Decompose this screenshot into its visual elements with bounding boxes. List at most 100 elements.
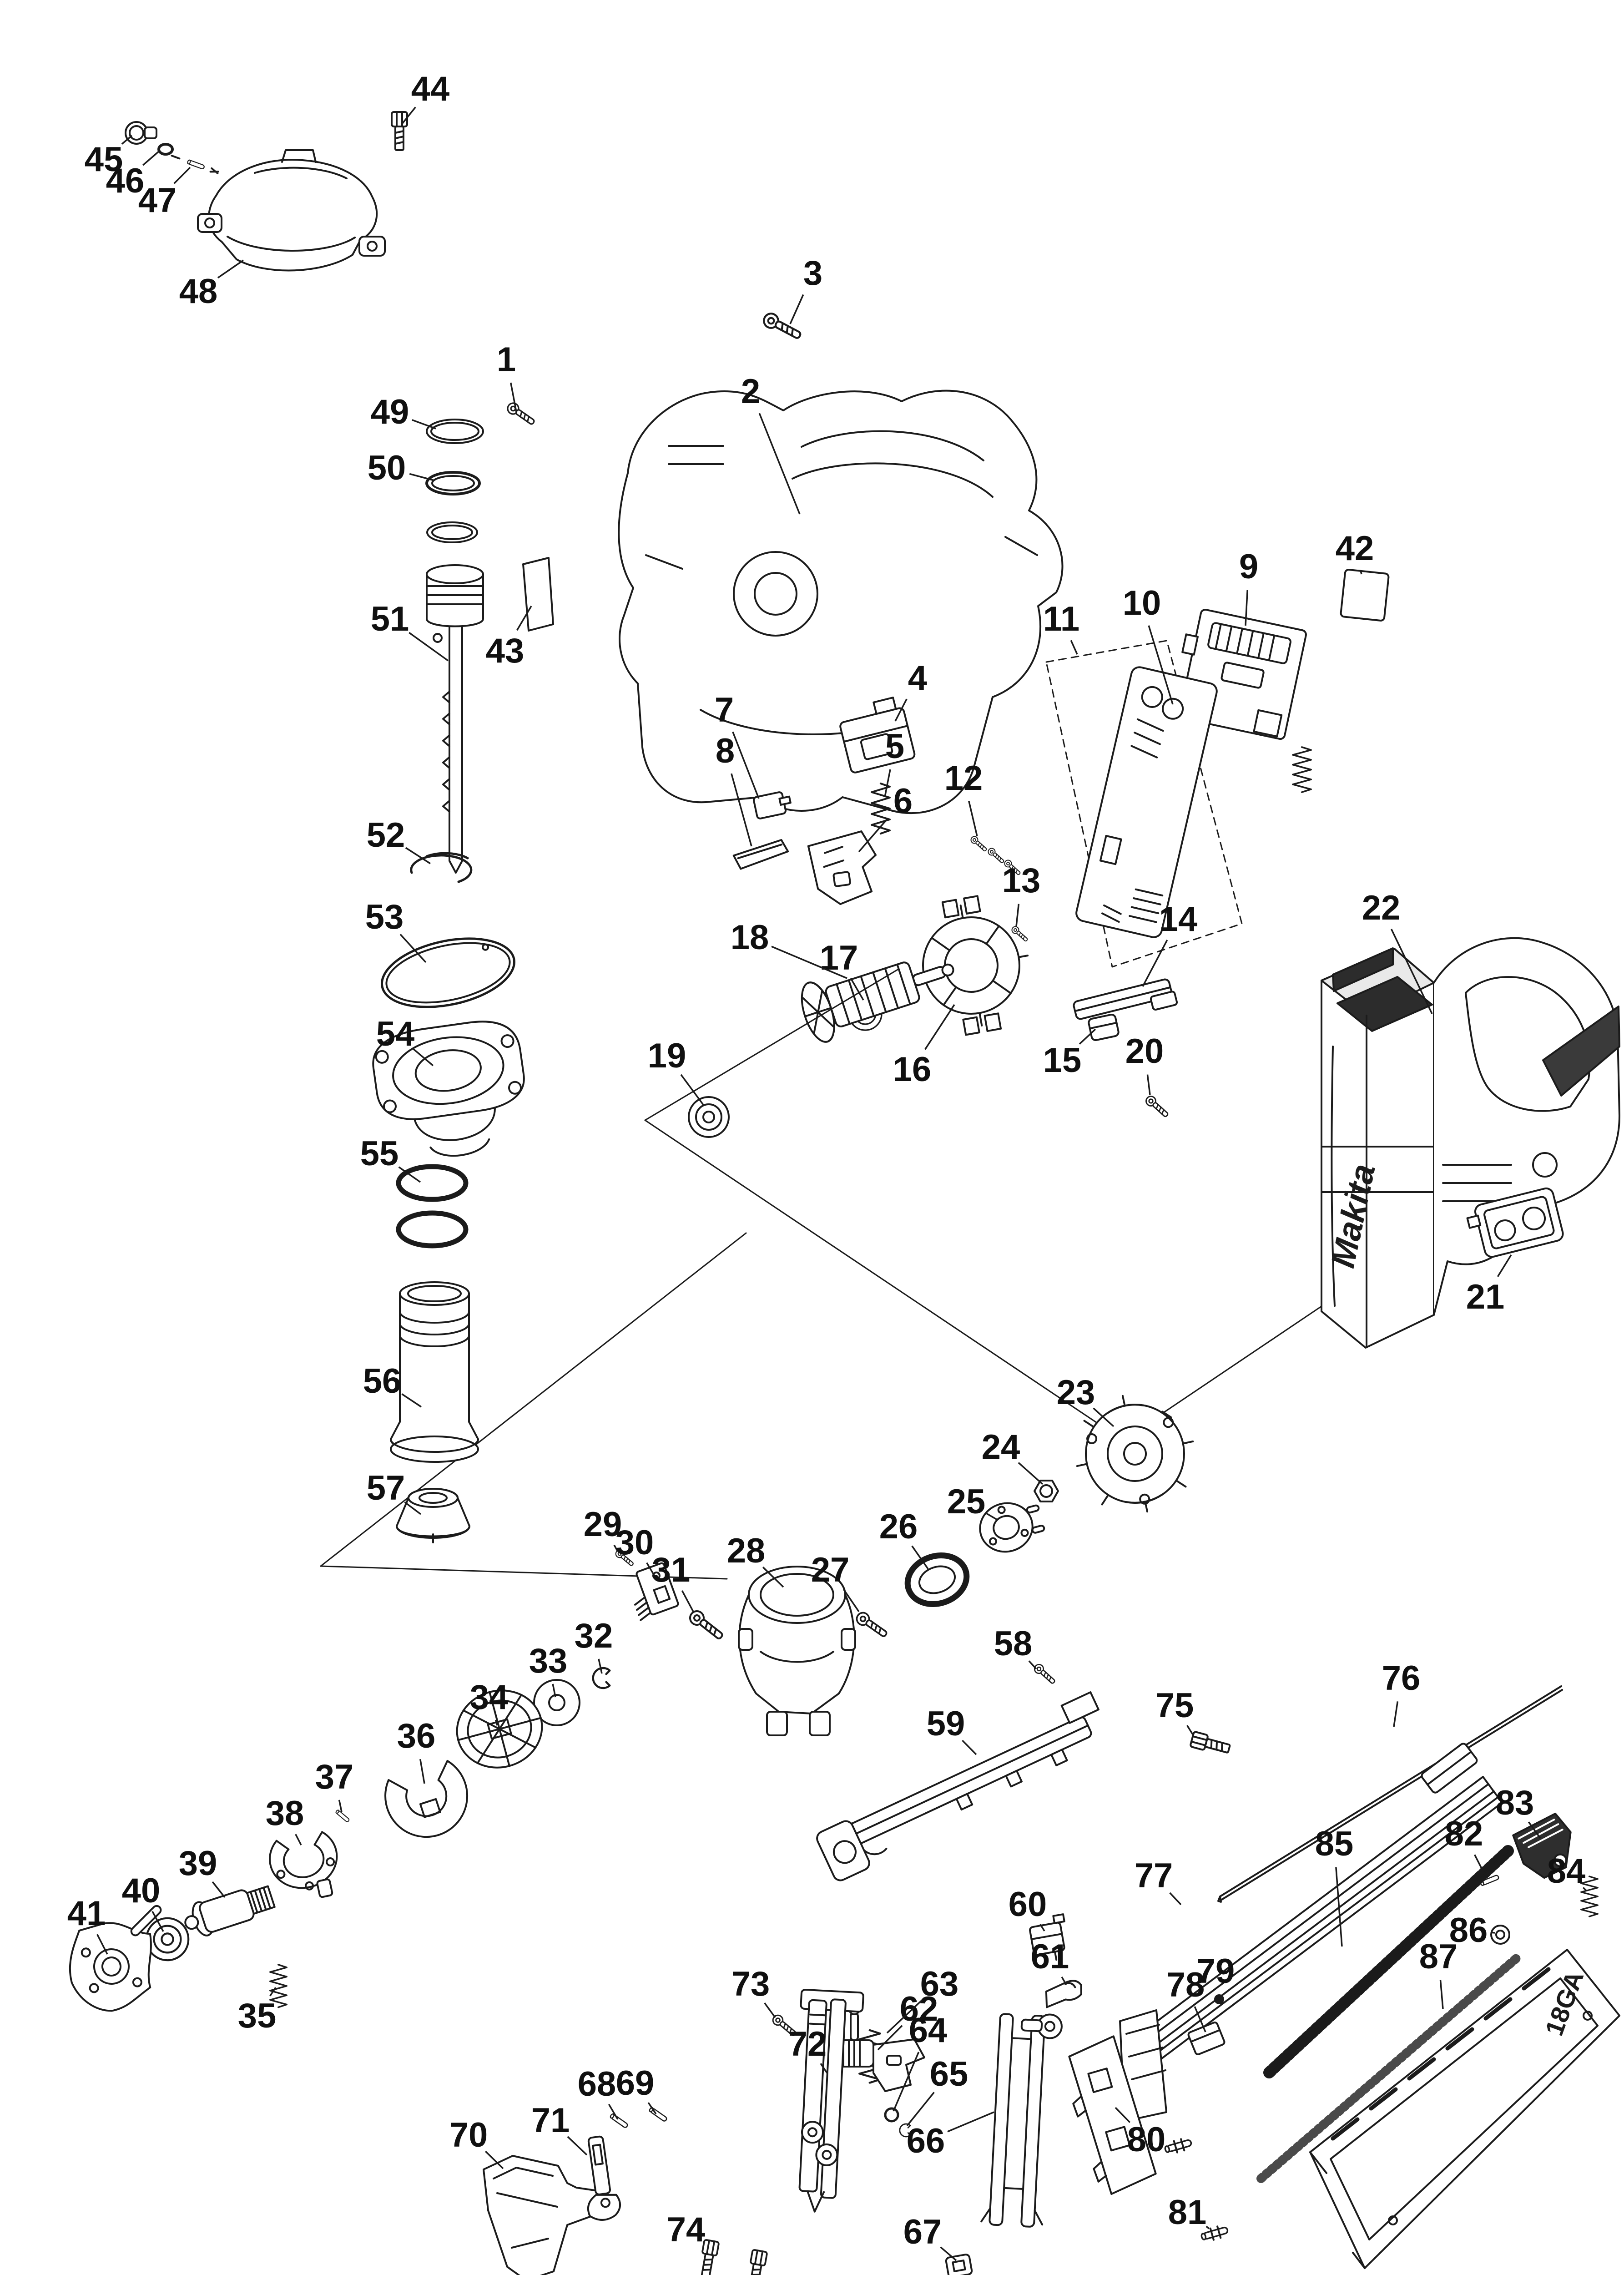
part-label-20: 20 [1125,1032,1164,1071]
part-44-bolt-drawing [391,111,408,151]
part-leader-18 [771,945,847,979]
part-label-43: 43 [486,632,525,670]
part-leader-75 [1186,1725,1194,1735]
part-27-screw-drawing [853,1609,890,1641]
part-leader-6 [858,818,888,853]
part-16-stator-drawing [913,895,1029,1036]
part-label-62: 62 [900,1990,938,2028]
part-19-bearing-drawing [688,1096,730,1138]
part-label-22: 22 [1362,889,1401,927]
part-leader-70 [485,2151,504,2169]
part-label-4: 4 [908,659,927,698]
part-label-56: 56 [363,1362,402,1400]
part-8-trigger-blade-drawing [732,839,789,870]
part-67-stopper-drawing [945,2254,973,2275]
part-87-magazine-cover-drawing [1309,1949,1620,2269]
part-label-78: 78 [1166,1966,1205,2004]
part-14-lever-drawing [1073,978,1178,1020]
part-label-23: 23 [1057,1373,1095,1412]
part-leader-14 [1142,940,1168,987]
part-leader-53 [399,934,427,963]
part-leader-19 [680,1074,704,1106]
part-label-44: 44 [411,70,450,108]
part-36-guide-plate-drawing [384,1760,469,1838]
part-label-77: 77 [1135,1856,1173,1895]
part-74-bolts-drawing [697,2239,768,2275]
part-label-68: 68 [578,2065,616,2103]
part-leader-47 [173,167,191,184]
part-label-8: 8 [716,732,735,770]
part-label-13: 13 [1002,861,1041,900]
part-leader-69 [647,2102,657,2114]
part-3-screw-drawing [762,311,803,343]
part-38-guide-ring-drawing [269,1831,338,1898]
part-label-9: 9 [1239,547,1258,586]
part-leader-20 [1146,1074,1151,1095]
part-leader-61 [1061,1977,1067,1985]
part-leader-37 [338,1800,343,1812]
part-label-39: 39 [179,1844,217,1883]
part-label-46: 46 [106,162,145,200]
part-label-34: 34 [470,1678,509,1717]
part-label-29: 29 [584,1505,622,1544]
part-label-31: 31 [652,1551,691,1589]
part-23-gear-housing-drawing [1076,1395,1194,1513]
part-56-cylinder-drawing [390,1281,479,1463]
part-47-valve-pin-drawing [171,155,219,174]
part-46-o-ring-drawing [157,143,174,156]
part-10b-spring-drawing [1293,747,1311,792]
part-leader-84 [1582,1887,1588,1892]
part-68-pin-drawing [609,2113,629,2129]
part-label-51: 51 [371,600,409,638]
part-label-53: 53 [365,898,404,936]
part-25-clutch-disc-drawing [979,1502,1045,1553]
part-leader-51 [409,632,449,662]
part-label-55: 55 [360,1134,399,1173]
part-leader-86 [1492,1931,1495,1934]
part-leader-80 [1115,2107,1131,2123]
part-leader-31 [681,1590,694,1612]
part-11-pcb-drawing [1075,666,1218,938]
part-label-25: 25 [947,1482,986,1521]
part-leader-34 [494,1719,498,1726]
part-leader-42 [1360,571,1362,575]
part-label-21: 21 [1466,1278,1505,1316]
part-label-5: 5 [885,727,904,766]
part-label-26: 26 [879,1507,918,1546]
part-label-35: 35 [238,1997,277,2035]
part-leader-55 [398,1166,421,1183]
part-78-block-drawing [1187,2021,1226,2056]
part-15-clip-drawing [1088,1013,1120,1041]
part-label-74: 74 [667,2210,706,2249]
part-label-11: 11 [1043,600,1079,638]
part-label-36: 36 [397,1717,436,1755]
part-48-top-cap-drawing [197,149,386,272]
part-66-guide-channel-drawing [980,2013,1063,2228]
part-label-60: 60 [1009,1885,1047,1924]
part-leader-85 [1335,1867,1343,1947]
part-label-33: 33 [529,1642,568,1680]
part-leader-68 [608,2103,619,2120]
part-58-screw-drawing [1032,1662,1058,1687]
part-label-61: 61 [1031,1937,1069,1976]
part-label-2: 2 [741,372,760,411]
part-59-link-rail-drawing [816,1691,1099,1881]
part-71-latch-plate-drawing [587,2135,621,2221]
part-7-contact-drawing [753,791,792,819]
part-72-driver-guide-drawing [798,1988,864,2213]
part-leader-38 [295,1834,302,1845]
part-label-54: 54 [376,1015,415,1053]
part-leader-58 [1028,1660,1037,1670]
part-2-housing-half-drawing [618,389,1064,814]
part-label-73: 73 [731,1965,770,2003]
part-45-air-fitting-drawing [125,121,157,145]
part-label-82: 82 [1445,1815,1483,1853]
part-57-bumper-cap-drawing [396,1488,470,1543]
part-label-38: 38 [266,1794,304,1833]
part-leader-76 [1393,1701,1399,1727]
part-label-45: 45 [85,140,123,179]
part-leader-5 [884,769,891,798]
part-label-86: 86 [1449,1911,1488,1950]
part-leader-22 [1390,929,1433,1014]
